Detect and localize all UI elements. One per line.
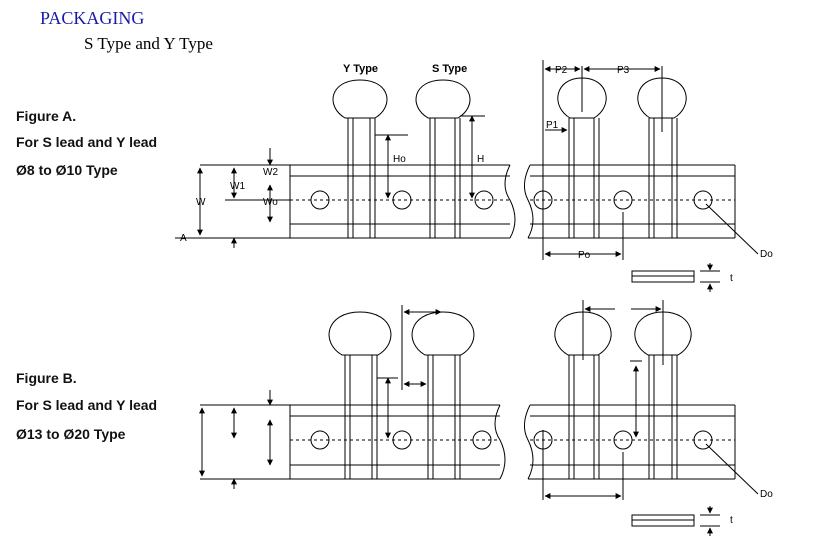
- sprocket-hole: [474, 190, 494, 210]
- label-po: Po: [578, 250, 591, 261]
- label-do: Do: [760, 249, 773, 260]
- tape-strip-a-left: [289, 164, 516, 239]
- sprocket-hole: [392, 430, 412, 450]
- label-a: A: [180, 233, 187, 244]
- figure-b-title: Figure B.: [16, 370, 77, 386]
- sprocket-hole: [613, 430, 633, 450]
- figure-a-title: Figure A.: [16, 108, 77, 124]
- figure-a-line2: Ø8 to Ø10 Type: [16, 162, 118, 178]
- capacitor-large-4: [634, 311, 692, 479]
- sprocket-hole: [310, 190, 330, 210]
- label-p2: P2: [555, 65, 568, 76]
- label-b-do: Do: [760, 489, 773, 500]
- label-t: t: [730, 273, 733, 284]
- sprocket-hole: [310, 430, 330, 450]
- tape-strip-a-right: [524, 164, 736, 239]
- capacitor-large-2: [411, 311, 475, 479]
- tape-strip-b-left: [289, 404, 506, 480]
- label-wo: Wo: [263, 197, 278, 208]
- do-leader: [705, 203, 759, 255]
- label-ho: Ho: [393, 154, 406, 165]
- figure-b-line1: For S lead and Y lead: [16, 397, 158, 413]
- label-w1: W1: [230, 181, 245, 192]
- tape-strip-b-right: [524, 404, 736, 480]
- label-p3: P3: [617, 65, 630, 76]
- label-y-type: Y Type: [343, 63, 378, 75]
- packaging-subtitle: S Type and Y Type: [84, 34, 213, 53]
- label-s-type: S Type: [432, 63, 467, 75]
- capacitor-large-1: [328, 311, 392, 479]
- capacitor-y-type: [332, 79, 388, 238]
- sprocket-hole: [693, 430, 713, 450]
- figure-a-line1: For S lead and Y lead: [16, 134, 158, 150]
- label-w2: W2: [263, 167, 278, 178]
- label-b-t: t: [730, 515, 733, 526]
- label-h: H: [477, 154, 484, 165]
- do-b-leader: [705, 443, 759, 495]
- figure-b-line2: Ø13 to Ø20 Type: [16, 426, 126, 442]
- capacitor-large-3: [554, 311, 612, 479]
- packaging-title: PACKAGING: [40, 8, 145, 28]
- sprocket-hole: [613, 190, 633, 210]
- capacitor-s-type: [415, 79, 471, 238]
- label-w: W: [196, 197, 206, 208]
- label-p1: P1: [546, 120, 559, 131]
- capacitor-pitch-2: [637, 77, 687, 238]
- sprocket-hole: [472, 430, 492, 450]
- sprocket-hole: [693, 190, 713, 210]
- sprocket-hole: [392, 190, 412, 210]
